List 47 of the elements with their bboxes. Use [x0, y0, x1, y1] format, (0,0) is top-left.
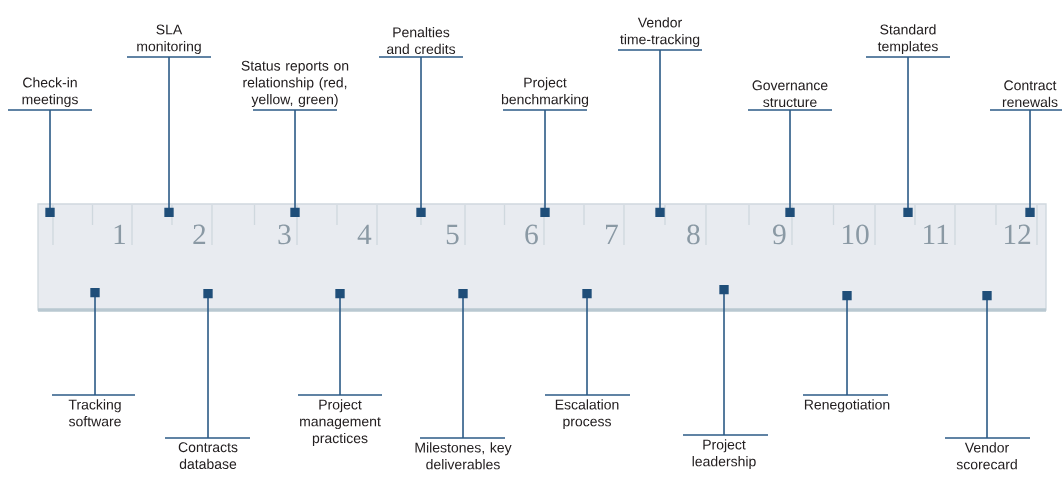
leader-line [45, 109, 55, 218]
ruler-number: 11 [924, 224, 948, 244]
ruler [37, 203, 1047, 312]
leader-line [1025, 109, 1035, 218]
leader-line [90, 287, 100, 396]
leader-line [416, 56, 426, 218]
leader-line [458, 288, 468, 439]
ruler-number: 10 [843, 224, 869, 245]
leader-line [785, 109, 795, 218]
leader-line [582, 288, 592, 396]
callout-label: Status reports on relationship (red, yellow, green) [241, 60, 349, 111]
callout-label: Governance structure [747, 80, 833, 111]
leader-line [982, 290, 992, 439]
callout-label: Project benchmarking [501, 77, 589, 111]
ruler-number: 1 [114, 224, 125, 244]
callout-label: Project management practices [297, 394, 383, 446]
ruler-number: 8 [687, 224, 700, 245]
leader-line [655, 49, 665, 218]
ruler-number: 6 [525, 224, 538, 245]
leader-line [842, 290, 852, 396]
callout-label: Check-in meetings [7, 77, 93, 111]
ruler-number: 3 [278, 224, 291, 245]
ruler-number: 7 [606, 224, 618, 244]
callout-label: Penalties and credits [378, 27, 464, 58]
leader-line [164, 56, 174, 218]
callout-label: Project leadership [682, 434, 769, 470]
ruler-number: 9 [773, 224, 786, 245]
callout-label: Contracts database [164, 437, 251, 469]
leader-line [903, 56, 913, 218]
ruler-number: 2 [193, 224, 206, 244]
callout-label: Escalation process [544, 394, 631, 430]
leader-line [719, 284, 729, 436]
callout-label: SLA monitoring [126, 24, 212, 58]
callout-label: Contract renewals [989, 80, 1063, 111]
leader-line [290, 109, 300, 218]
callout-label: Renegotiation [802, 394, 890, 413]
ruler-number: 4 [357, 224, 372, 244]
callout-label: Standard templates [865, 24, 951, 58]
ruler-number: 5 [446, 224, 459, 245]
callout-label: Tracking software [51, 394, 136, 427]
leader-line [335, 288, 345, 396]
callout-label: Vendor scorecard [944, 437, 1031, 470]
callout-label: Milestones, key deliverables [415, 437, 512, 470]
leader-line [540, 109, 550, 218]
callout-label: Vendor time-tracking [617, 17, 703, 51]
leader-line [203, 288, 213, 439]
ruler-number: 12 [1005, 224, 1031, 244]
